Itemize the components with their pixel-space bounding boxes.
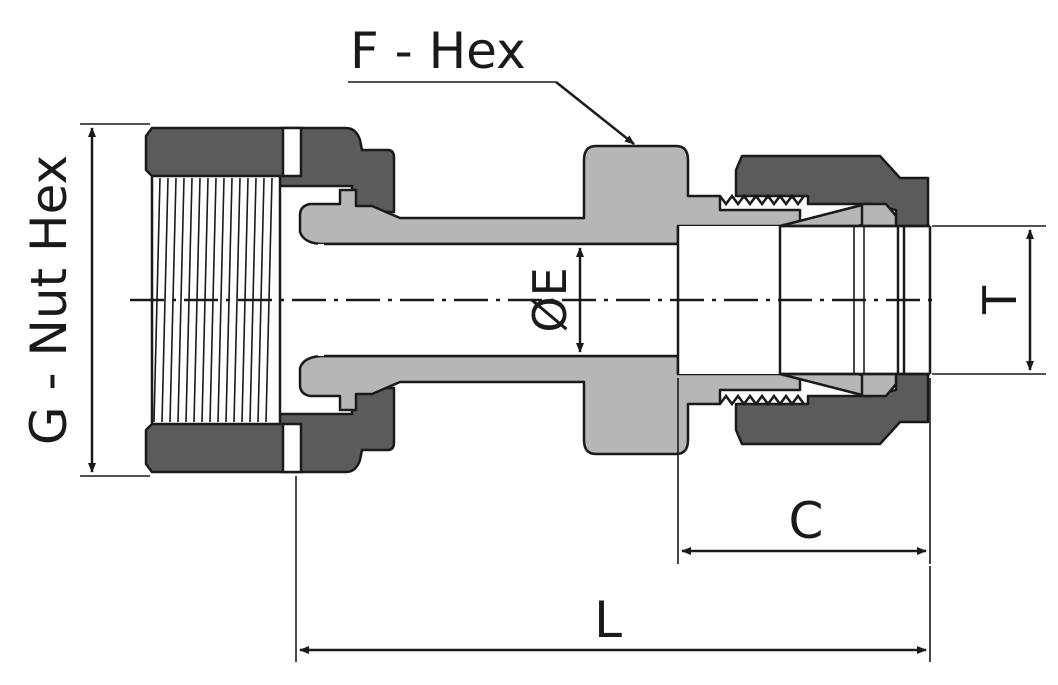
label-l: L — [594, 591, 622, 649]
dimension-c — [677, 378, 931, 564]
dimension-l — [295, 476, 931, 662]
thread-line — [177, 177, 185, 423]
body-thread-zigzag — [719, 193, 805, 407]
label-c: C — [789, 492, 824, 550]
label-e-diameter: ØE — [523, 267, 577, 332]
thread-zigzag — [719, 193, 805, 207]
compression-nut — [734, 154, 930, 446]
label-t: T — [973, 285, 1027, 315]
dimension-f-hex — [348, 81, 635, 145]
dimension-t — [932, 225, 1046, 375]
label-g-nut-hex: G - Nut Hex — [20, 155, 78, 445]
ferrules — [778, 202, 898, 398]
thread-line — [233, 177, 241, 423]
thread-line — [217, 177, 225, 423]
thread-zigzag — [719, 393, 805, 407]
thread-line — [161, 177, 169, 423]
label-f-hex: F - Hex — [350, 22, 526, 80]
dimension-g-nut-hex — [80, 123, 150, 477]
